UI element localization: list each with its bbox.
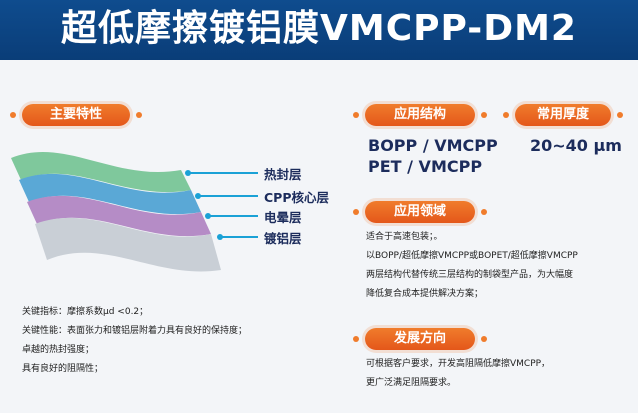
title-banner: 超低摩擦镀铝膜VMCPP-DM2 [0, 0, 638, 60]
field-line-1: 适合于高速包装；。 [366, 232, 443, 242]
thickness-badge: 常用厚度 [503, 104, 623, 126]
structure-line-1: BOPP / VMCPP [368, 136, 498, 155]
field-line-2: 以BOPP/超低摩擦VMCPP或BOPET/超低摩擦VMCPP [366, 251, 578, 261]
structure-badge: 应用结构 [353, 104, 487, 126]
layer-label-corona: 电晕层 [264, 210, 302, 225]
layer-pointer-2 [195, 193, 258, 199]
feature-line-3: 卓越的热封强度； [22, 345, 95, 355]
fields-badge: 应用领域 [353, 201, 487, 223]
structure-line-2: PET / VMCPP [368, 157, 483, 176]
direction-badge: 发展方向 [353, 328, 487, 350]
layer-pointer-4 [217, 234, 258, 240]
layer-pointer-1 [185, 170, 258, 176]
layer-sheet-3 [27, 195, 211, 237]
film-layers-illustration [11, 151, 221, 272]
layer-sheet-1 [11, 151, 191, 193]
page-title: 超低摩擦镀铝膜VMCPP-DM2 [61, 8, 577, 49]
feature-line-1: 关键指标：摩擦系数μd <0.2； [22, 307, 149, 317]
layer-label-cpp-core: CPP核心层 [264, 190, 329, 205]
feature-line-4: 具有良好的阻隔性； [22, 364, 104, 374]
field-line-3: 两层结构代替传统三层结构的制袋型产品，为大幅度 [366, 270, 574, 280]
layer-pointer-3 [205, 213, 258, 219]
layer-sheet-4 [35, 217, 221, 272]
feature-line-2: 关键性能：表面张力和镀铝层附着力具有良好的保持度； [22, 326, 248, 336]
layer-sheet-2 [19, 173, 201, 215]
direction-line-2: 更广泛满足阻隔要求。 [366, 378, 457, 388]
thickness-value: 20~40 μm [530, 136, 622, 155]
layer-label-heat-seal: 热封层 [264, 167, 302, 182]
field-line-4: 降低复合成本提供解决方案； [366, 289, 484, 299]
layer-label-metallized: 镀铝层 [264, 231, 302, 246]
direction-line-1: 可根据客户要求，开发高阻隔低摩擦VMCPP， [366, 359, 551, 369]
features-badge: 主要特性 [10, 104, 142, 126]
